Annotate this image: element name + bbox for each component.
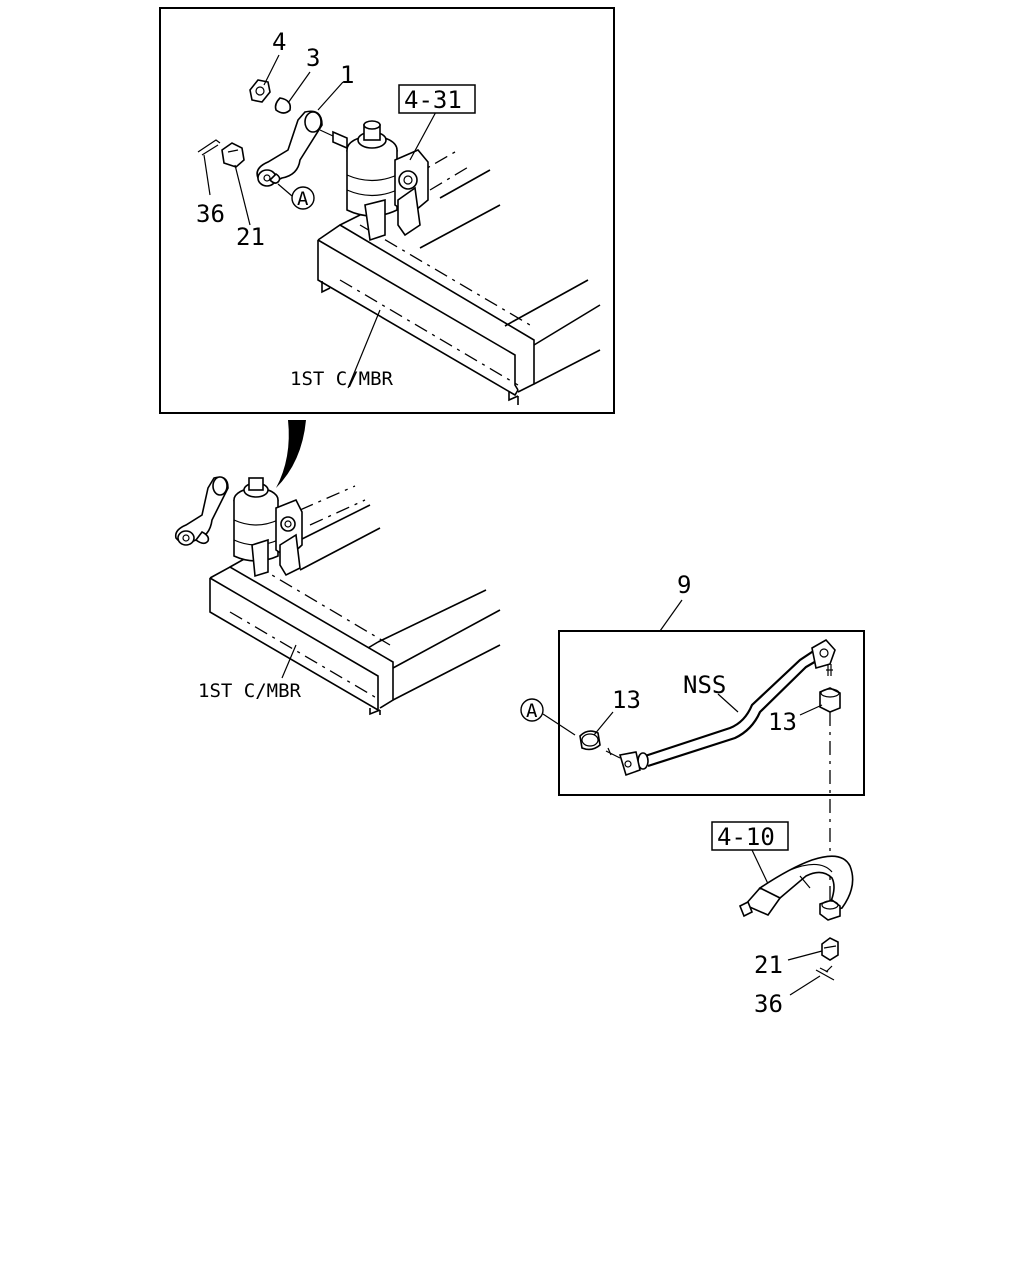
callout-21-lower: 21 (754, 951, 783, 979)
connector-a-upper-label: A (297, 188, 309, 210)
main-member-leader (281, 644, 297, 679)
knuckle-arm-drawing (738, 855, 854, 921)
ref-box-4-31[interactable]: 4-31 (398, 84, 476, 114)
main-gear-box-drawing (233, 477, 303, 578)
callout-36-upper: 36 (196, 200, 225, 228)
callout-13-right: 13 (768, 708, 797, 736)
upper-small-parts-drawing (197, 79, 292, 168)
callout-21-lower-leader (787, 950, 823, 961)
lower-inset-frame (558, 630, 865, 796)
upper-leader-lines (203, 54, 438, 389)
main-pitman-arm-drawing (174, 476, 229, 546)
callout-13-left: 13 (612, 686, 641, 714)
zoom-pointer (276, 420, 306, 488)
callout-13-right-leader (799, 704, 823, 716)
callout-21-upper: 21 (236, 223, 265, 251)
ref-box-4-10-label: 4-10 (717, 823, 775, 851)
callout-36-lower-leader (789, 975, 821, 996)
ref-box-4-10[interactable]: 4-10 (711, 821, 789, 851)
callout-4-upper: 4 (272, 28, 286, 56)
nss-leader (717, 693, 739, 713)
callout-9: 9 (677, 571, 691, 599)
callout-36-lower: 36 (754, 990, 783, 1018)
callout-1-upper: 1 (340, 61, 354, 89)
main-frame-member-drawing (209, 485, 501, 716)
upper-pitman-arm-drawing (256, 110, 323, 187)
callout-3-upper: 3 (306, 44, 320, 72)
callout-13-left-leader (593, 711, 614, 736)
connector-a-upper: A (291, 186, 315, 210)
ref-box-4-31-label: 4-31 (404, 86, 462, 114)
ref-box-4-10-leader (751, 849, 771, 889)
callout-9-leader (659, 599, 683, 632)
main-view: 1ST C/MBR (174, 476, 501, 716)
member-label-main: 1ST C/MBR (198, 680, 302, 702)
connector-a-lower: A (520, 698, 544, 722)
member-label-upper: 1ST C/MBR (290, 368, 394, 390)
connector-a-lower-label: A (526, 700, 538, 722)
connector-a-lower-leader (542, 713, 576, 736)
upper-inset: 4 3 1 36 21 4-31 A 1ST C/MBR (159, 7, 615, 414)
lower-nut-drawing (815, 937, 839, 981)
nss-label: NSS (683, 671, 726, 699)
upper-inset-frame (159, 7, 615, 414)
upper-gear-box-drawing (319, 120, 429, 242)
drag-link-drawing (579, 638, 841, 777)
lower-inset: 9 NSS 13 13 A (520, 571, 865, 796)
knuckle-arm-area: 4-10 21 36 (711, 821, 854, 1018)
